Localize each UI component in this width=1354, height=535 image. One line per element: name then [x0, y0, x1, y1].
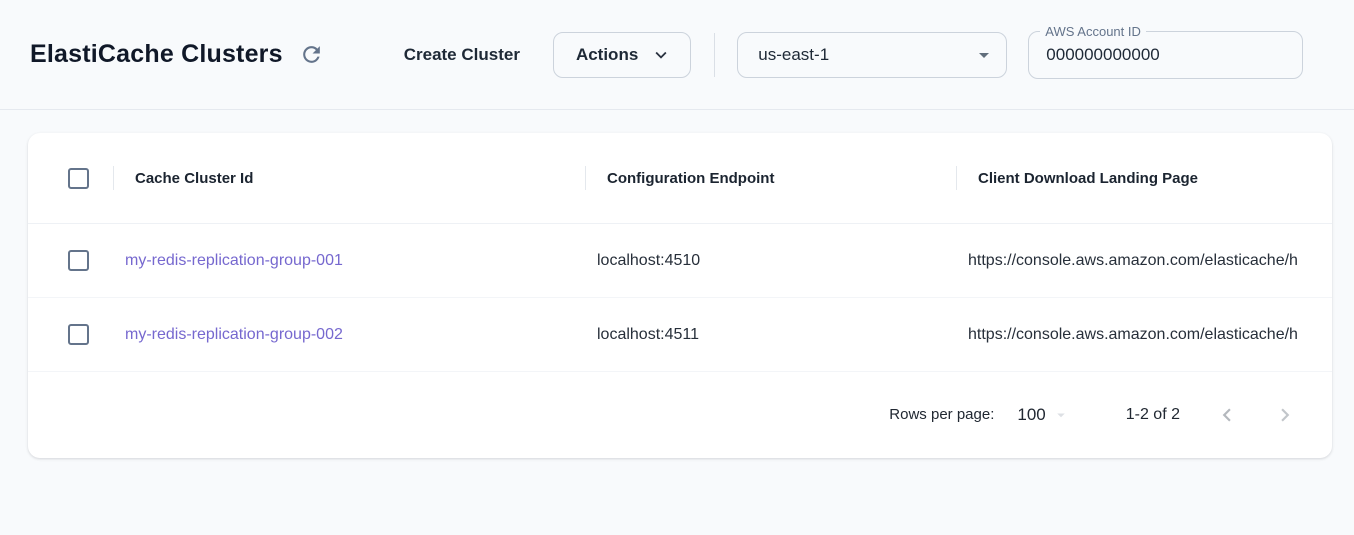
header-checkbox-cell: [28, 167, 113, 189]
column-header-client-download-landing-page[interactable]: Client Download Landing Page: [956, 133, 1332, 223]
cell-cache-cluster-id: my-redis-replication-group-001: [113, 224, 585, 297]
row-checkbox-cell: [28, 250, 113, 271]
region-select[interactable]: us-east-1: [737, 31, 1008, 78]
aws-account-id-label: AWS Account ID: [1040, 22, 1146, 40]
column-header-label: Cache Cluster Id: [135, 169, 254, 187]
column-separator: [585, 166, 586, 190]
column-header-cache-cluster-id[interactable]: Cache Cluster Id: [113, 133, 585, 223]
aws-account-id-field[interactable]: AWS Account ID: [1028, 22, 1304, 79]
cell-client-download-landing-page: https://console.aws.amazon.com/elasticac…: [956, 298, 1332, 371]
column-separator: [956, 166, 957, 190]
row-checkbox[interactable]: [68, 250, 89, 271]
table-row: my-redis-replication-group-002 localhost…: [28, 298, 1332, 372]
column-header-label: Configuration Endpoint: [607, 169, 775, 187]
pagination-range-label: 1-2 of 2: [1125, 405, 1180, 423]
create-cluster-button[interactable]: Create Cluster: [403, 44, 520, 64]
cell-configuration-endpoint: localhost:4510: [585, 224, 956, 297]
chevron-down-icon: [655, 51, 667, 59]
page-title: ElastiCache Clusters: [30, 40, 283, 68]
row-checkbox-cell: [28, 324, 113, 345]
refresh-button[interactable]: [296, 39, 328, 71]
page-header: ElastiCache Clusters Create Cluster Acti…: [0, 0, 1354, 110]
endpoint-value: localhost:4510: [597, 251, 701, 269]
row-checkbox[interactable]: [68, 324, 89, 345]
next-page-button[interactable]: [1268, 398, 1302, 432]
clusters-table-card: Cache Cluster Id Configuration Endpoint …: [28, 133, 1332, 458]
column-header-label: Client Download Landing Page: [978, 169, 1199, 187]
landing-page-value: https://console.aws.amazon.com/elasticac…: [968, 251, 1298, 269]
table-row: my-redis-replication-group-001 localhost…: [28, 224, 1332, 298]
chevron-right-icon: [1281, 408, 1290, 421]
caret-down-icon: [979, 52, 990, 58]
table-header-row: Cache Cluster Id Configuration Endpoint …: [28, 133, 1332, 224]
landing-page-value: https://console.aws.amazon.com/elasticac…: [968, 325, 1298, 343]
refresh-icon: [303, 46, 321, 63]
cluster-id-link[interactable]: my-redis-replication-group-002: [125, 325, 343, 343]
rows-per-page-select[interactable]: 100: [1017, 405, 1069, 425]
rows-per-page-value: 100: [1017, 404, 1046, 424]
caret-down-icon: [1056, 413, 1065, 417]
column-header-configuration-endpoint[interactable]: Configuration Endpoint: [585, 133, 956, 223]
actions-button[interactable]: Actions: [552, 31, 692, 78]
endpoint-value: localhost:4511: [597, 325, 699, 343]
select-all-checkbox[interactable]: [68, 167, 89, 189]
cell-configuration-endpoint: localhost:4511: [585, 298, 956, 371]
cluster-id-link[interactable]: my-redis-replication-group-001: [125, 251, 343, 269]
previous-page-button[interactable]: [1210, 398, 1244, 432]
column-separator: [113, 166, 114, 190]
cell-client-download-landing-page: https://console.aws.amazon.com/elasticac…: [956, 224, 1332, 297]
rows-per-page-label: Rows per page:: [889, 406, 995, 423]
header-divider: [714, 32, 716, 77]
region-select-value: us-east-1: [758, 44, 830, 64]
actions-button-label: Actions: [575, 44, 639, 64]
chevron-left-icon: [1222, 408, 1231, 421]
table-pagination: Rows per page: 100 1-2 of 2: [28, 372, 1332, 457]
cell-cache-cluster-id: my-redis-replication-group-002: [113, 298, 585, 371]
